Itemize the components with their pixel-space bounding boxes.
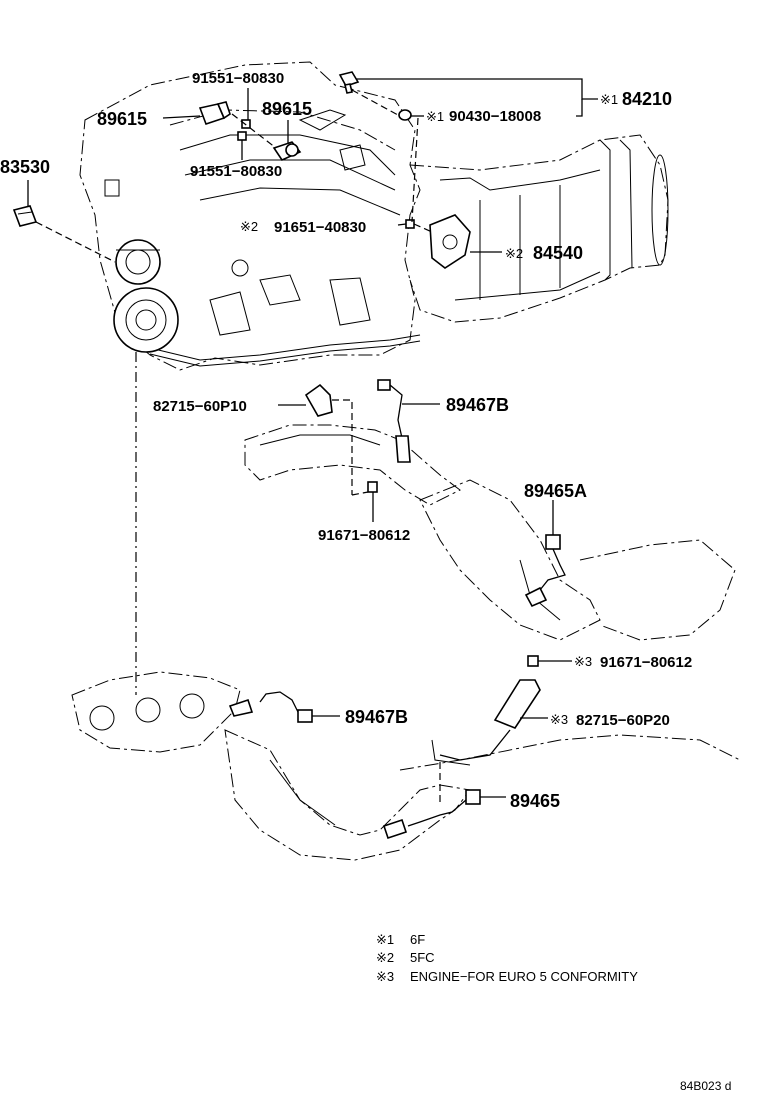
label-84540: 84540 [533, 243, 583, 263]
pulley-lower [113, 287, 179, 353]
sensor-89465a [524, 534, 566, 608]
pulley-upper [115, 239, 161, 285]
sensor-84210 [338, 71, 360, 94]
note-text-1: 6F [410, 932, 425, 947]
transmission [409, 134, 669, 323]
footnotes: ※1 6F ※2 5FC ※3 ENGINE−FOR EURO 5 CONFOR… [376, 932, 638, 984]
label-89467b-upper: 89467B [446, 395, 509, 415]
mark-91671-low: ※3 [574, 654, 592, 669]
mark-84540: ※2 [505, 246, 523, 261]
mark-82715-60p20: ※3 [550, 712, 568, 727]
part-labels: 91551−80830 89615 89615 91551−80830 ※1 8… [0, 70, 692, 811]
label-82715-60p20: 82715−60P20 [576, 712, 670, 729]
switch-84540 [429, 214, 471, 269]
label-82715-60p10: 82715−60P10 [153, 398, 247, 415]
label-89615-left: 89615 [97, 109, 147, 129]
label-89467b-lower: 89467B [345, 707, 408, 727]
bolt-91671-mid [367, 481, 378, 493]
gasket-90430 [398, 109, 412, 121]
label-89615-right: 89615 [262, 99, 312, 119]
sensor-89467b-lower [228, 691, 313, 723]
switch-83530 [12, 205, 38, 227]
mark-91651: ※2 [240, 219, 258, 234]
mark-90430: ※1 [426, 109, 444, 124]
bolt-91551-bottom [237, 131, 247, 141]
note-text-2: 5FC [410, 950, 435, 965]
note-text-3: ENGINE−FOR EURO 5 CONFORMITY [410, 969, 638, 984]
label-91671-80612-mid: 91671−80612 [318, 527, 410, 544]
note-mark-1: ※1 [376, 932, 394, 947]
leader-lines [27, 78, 598, 805]
label-90430-18008: 90430−18008 [449, 108, 541, 125]
label-91551-80830-bottom: 91551−80830 [190, 163, 282, 180]
exhaust-manifold-upper [244, 424, 736, 641]
bracket-82715-60p10 [304, 383, 333, 417]
bolt-91651 [405, 219, 415, 229]
bolt-91671-low [527, 655, 539, 667]
label-84210: 84210 [622, 89, 672, 109]
label-89465: 89465 [510, 791, 560, 811]
sensor-89615-right [272, 141, 302, 162]
mark-84210: ※1 [600, 92, 618, 107]
label-91671-80612-low: 91671−80612 [600, 654, 692, 671]
engine-block [79, 61, 421, 371]
label-83530: 83530 [0, 157, 50, 177]
label-91551-80830-top: 91551−80830 [192, 70, 284, 87]
label-91651-40830: 91651−40830 [274, 219, 366, 236]
drawing-code: 84B023 d [680, 1079, 731, 1093]
note-mark-3: ※3 [376, 969, 394, 984]
label-89465a: 89465A [524, 481, 587, 501]
bracket-82715-60p20 [431, 679, 541, 766]
bolt-91551-top [241, 119, 251, 129]
sensor-89615-left [198, 101, 231, 126]
note-mark-2: ※2 [376, 950, 394, 965]
sensor-89465 [382, 789, 481, 840]
sensor-89467b-upper [377, 379, 411, 463]
